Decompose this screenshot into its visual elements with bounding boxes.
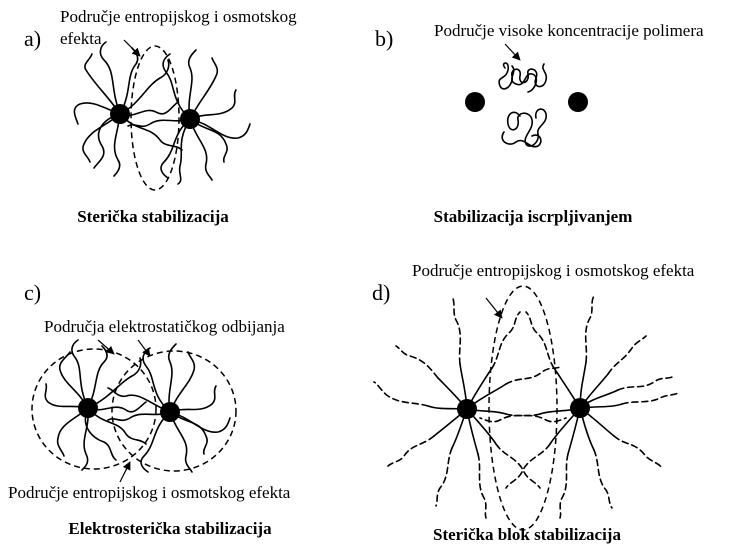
panel-a-caption: Sterička stabilizacija — [77, 207, 229, 226]
panel-b-letter: b) — [375, 26, 393, 51]
panel-a-particle-right — [180, 109, 200, 129]
panel-d-letter: d) — [372, 280, 390, 305]
panel-c-caption: Elektrosterička stabilizacija — [68, 519, 272, 538]
panel-d-block-copolymer-chains — [373, 295, 681, 519]
panel-d-arrow — [485, 297, 503, 319]
panel-c-label-top: Područja elektrostatičkog odbijanja — [44, 317, 285, 336]
panel-c-boundary-right — [111, 350, 237, 472]
panel-c-label-bottom: Područje entropijskog i osmotskog efekta — [8, 483, 291, 502]
panel-d: d) Područje entropijskog i osmotskog efe… — [372, 261, 695, 544]
panel-b-particle-right — [568, 92, 588, 112]
panel-b-caption: Stabilizacija iscrpljivanjem — [434, 207, 633, 226]
panel-c-particle-left — [78, 398, 98, 418]
panel-b-particle-left — [465, 92, 485, 112]
panel-c-boundary-left — [31, 348, 157, 470]
panel-a-particle-left — [110, 104, 130, 124]
panel-c-arrow-right — [137, 339, 151, 357]
panel-d-particle-left — [457, 399, 477, 419]
panel-a-label-line2: efekta — [60, 29, 102, 48]
panel-a-label-line1: Područje entropijskog i osmotskog — [60, 7, 297, 26]
panel-a-overlap-ellipse — [130, 45, 180, 191]
panel-d-overlap-ellipse — [488, 285, 558, 531]
panel-a: a) Područje entropijskog i osmotskog efe… — [24, 7, 297, 226]
panel-d-particle-right — [570, 398, 590, 418]
panel-a-letter: a) — [24, 26, 41, 51]
panel-b: b) Područje visoke koncentracije polimer… — [375, 21, 704, 226]
panel-c-letter: c) — [24, 280, 41, 305]
panel-c: c) Područja elektrostatičkog odbijanja — [8, 280, 291, 538]
panel-c-arrow-bottom — [119, 461, 131, 483]
panel-b-arrow — [504, 43, 521, 61]
panel-d-label: Područje entropijskog i osmotskog efekta — [412, 261, 695, 280]
panel-a-polymer-chains — [73, 41, 251, 185]
panel-c-polymer-chains — [44, 339, 231, 473]
panel-c-particle-right — [160, 402, 180, 422]
panel-b-polymer-coils — [498, 62, 548, 148]
panel-b-label: Područje visoke koncentracije polimera — [434, 21, 704, 40]
panel-d-caption: Sterička blok stabilizacija — [433, 525, 621, 544]
